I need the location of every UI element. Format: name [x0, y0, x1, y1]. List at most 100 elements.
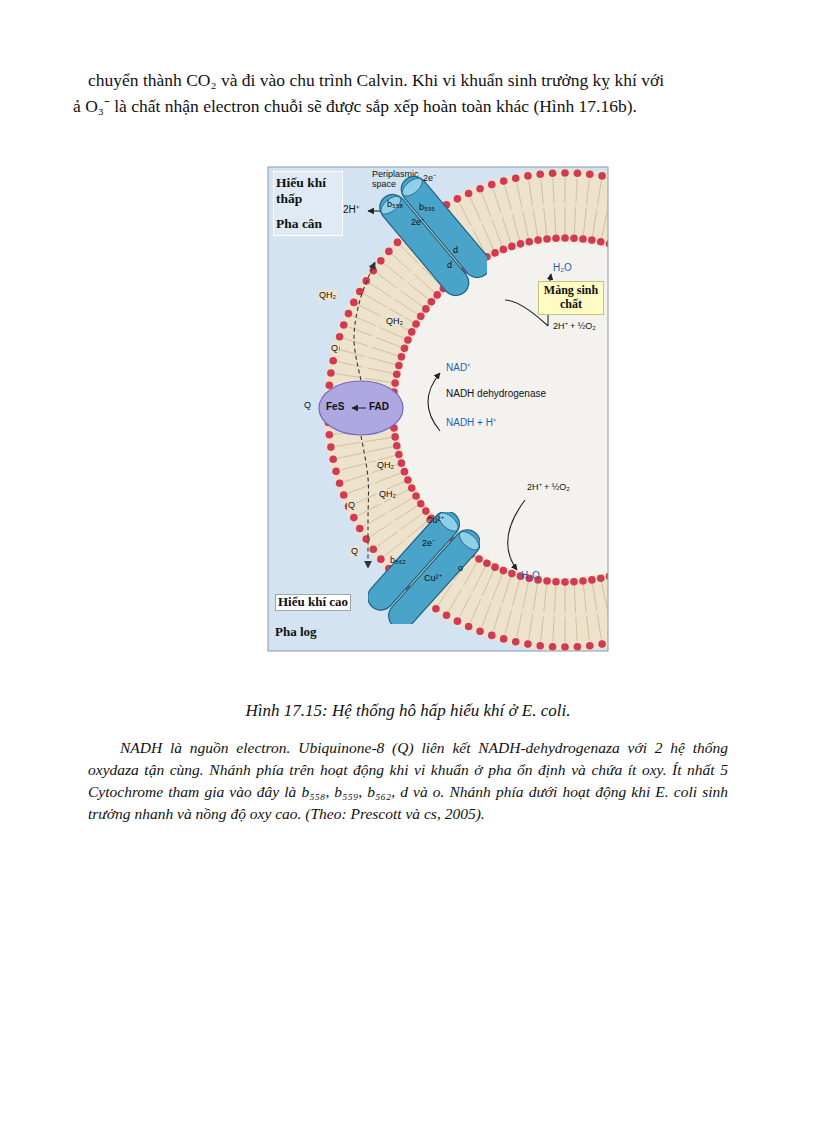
body-text: ả O₃⁻ là chất nhận electron chuỗi sẽ đượ… — [73, 96, 637, 116]
lipid-tail — [554, 586, 555, 613]
lipid-head — [465, 190, 473, 198]
lipid-head — [524, 640, 532, 648]
lipid-tail — [482, 603, 491, 626]
lipid-head — [586, 642, 594, 650]
lipid-tail — [523, 582, 529, 608]
lipid-tail — [471, 599, 481, 622]
lipid-head — [327, 443, 335, 451]
component-label: o — [458, 564, 463, 574]
lipid-head — [586, 170, 594, 178]
figure-label: QH₂ — [376, 460, 395, 470]
lipid-head — [574, 643, 582, 651]
cytochrome-cylinder — [368, 512, 465, 615]
component-label: FeS — [326, 401, 344, 412]
lipid-tail — [460, 203, 471, 225]
lipid-tail — [370, 284, 391, 298]
lipid-tail — [597, 181, 601, 206]
lipid-tail — [482, 193, 491, 216]
lipid-tail — [375, 337, 400, 347]
body-text: chuyển thành CO₂ và đi vào chu trình Cal… — [88, 70, 664, 90]
lipid-tail — [544, 585, 547, 612]
lipid-head — [536, 170, 544, 178]
cylinder-end — [378, 193, 404, 218]
lipid-tail — [583, 208, 586, 235]
lipid-head — [574, 170, 582, 178]
lipid-head — [525, 238, 533, 246]
lipid-head — [412, 320, 420, 328]
lipid-tail — [533, 584, 537, 611]
lipid-head — [393, 442, 401, 450]
lipid-head — [476, 627, 484, 635]
lipid-tail — [377, 532, 397, 547]
protein-complex-shape — [375, 170, 487, 298]
lipid-tail — [587, 616, 590, 641]
lipid-head — [340, 321, 348, 329]
lipid-head — [332, 468, 340, 476]
lipid-head — [401, 468, 409, 476]
lipid-tail — [414, 274, 434, 292]
lipid-head — [454, 617, 462, 625]
lipid-head — [488, 181, 496, 189]
lipid-tail — [593, 584, 597, 611]
node-heading: Hiếu khí thấp — [276, 175, 340, 206]
lipid-head — [536, 642, 544, 650]
lipid-tail — [565, 207, 566, 234]
lipid-head — [491, 249, 499, 257]
lipid-tail — [583, 585, 586, 612]
protein-complex-shape — [368, 512, 480, 624]
lipid-tail — [565, 586, 566, 613]
lipid-head — [488, 632, 496, 640]
lipid-head — [433, 291, 441, 299]
component-label: b₅₆₂ — [390, 556, 406, 566]
figure-label: 2H⁺ + ½O₂ — [553, 321, 596, 331]
lipid-head — [465, 623, 473, 631]
lipid-tail — [395, 299, 418, 314]
lipid-head — [517, 240, 525, 248]
component-label: d — [453, 246, 458, 256]
lipid-head — [579, 235, 587, 243]
lipid-head — [391, 433, 399, 441]
lipid-tail — [460, 594, 471, 616]
lipid-head — [417, 500, 425, 508]
lipid-head — [570, 578, 578, 586]
figure-label: Q — [330, 343, 339, 353]
figure-label: NADH dehydrogenase — [446, 388, 546, 400]
lipid-head — [350, 299, 358, 307]
lipid-tail — [482, 225, 493, 250]
lipid-head — [350, 514, 358, 522]
lipid-tail — [364, 514, 386, 527]
component-label: 2e⁻ — [422, 539, 435, 549]
lipid-tail — [523, 211, 529, 237]
lipid-tail — [395, 506, 418, 521]
lipid-tail — [602, 582, 608, 608]
lipid-tail — [517, 183, 522, 207]
lipid-tail — [597, 614, 601, 639]
lipid-head — [597, 574, 605, 582]
lipid-head — [598, 640, 606, 648]
lipid-tail — [336, 374, 361, 378]
figure-label: Q — [347, 500, 356, 510]
lipid-tail — [341, 464, 365, 470]
lipid-head — [500, 246, 508, 254]
nadh-dehydrogenase-ellipse: FeSFAD — [318, 380, 404, 436]
lipid-head — [336, 479, 344, 487]
lipid-tail — [366, 447, 392, 453]
component-label: 2e⁻ — [411, 218, 424, 228]
lipid-tail — [482, 571, 493, 596]
membrane-label-box: Màng sinh chất — [538, 281, 604, 315]
lipid-tail — [576, 617, 577, 642]
node-heading: Màng sinh chất — [542, 284, 600, 312]
lipid-head — [500, 567, 508, 575]
lipid-head — [395, 451, 403, 459]
cytochrome-bo-complex: Cu²⁺2e⁻b₅₆₂Cu²⁺o — [368, 512, 480, 624]
lipid-head — [579, 577, 587, 585]
lipid-head — [597, 238, 605, 246]
enzyme-ellipse — [319, 381, 403, 435]
lipid-head — [398, 459, 406, 467]
lipid-head — [417, 313, 425, 321]
lipid-tail — [380, 327, 405, 338]
lipid-tail — [517, 612, 522, 636]
lipid-head — [329, 455, 337, 463]
lipid-tail — [512, 214, 519, 240]
